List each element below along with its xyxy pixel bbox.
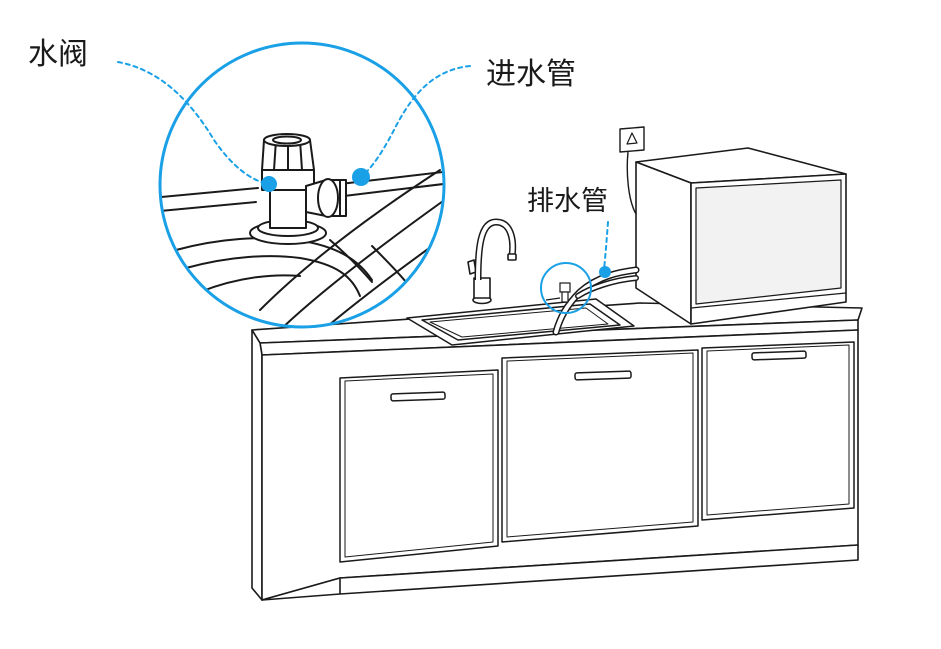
zoom-detail: [158, 41, 446, 329]
cabinet-doors: [339, 341, 855, 563]
right-door: [701, 341, 855, 521]
inlet-dot: [352, 168, 370, 186]
drain-dot: [599, 266, 611, 278]
valve-callout-line: [117, 61, 269, 185]
inlet-pipe-label: 进水管: [486, 57, 576, 92]
drain-pipe-label: 排水管: [527, 186, 608, 217]
drain-callout-line: [603, 221, 609, 271]
right-door-handle: [751, 350, 807, 361]
middle-door: [501, 349, 699, 543]
callout-dots: [261, 168, 611, 278]
left-door-handle: [390, 391, 446, 402]
valve-dot: [261, 176, 277, 192]
faucet: [467, 218, 517, 305]
middle-door-handle: [574, 370, 632, 381]
kitchen-cabinet: [251, 302, 863, 601]
valve-label: 水阀: [28, 37, 88, 72]
dishwasher-front-panel: [695, 179, 842, 305]
callouts: [117, 61, 609, 271]
small-valve: [545, 282, 571, 303]
dishwasher: [635, 147, 847, 325]
inlet-callout-line: [361, 65, 471, 177]
left-door: [339, 369, 499, 563]
wall-socket: [619, 126, 645, 215]
hoses: [552, 266, 640, 336]
valve-highlight-circle: [540, 262, 592, 314]
power-cord: [626, 151, 637, 215]
dishwasher-side: [635, 161, 692, 325]
